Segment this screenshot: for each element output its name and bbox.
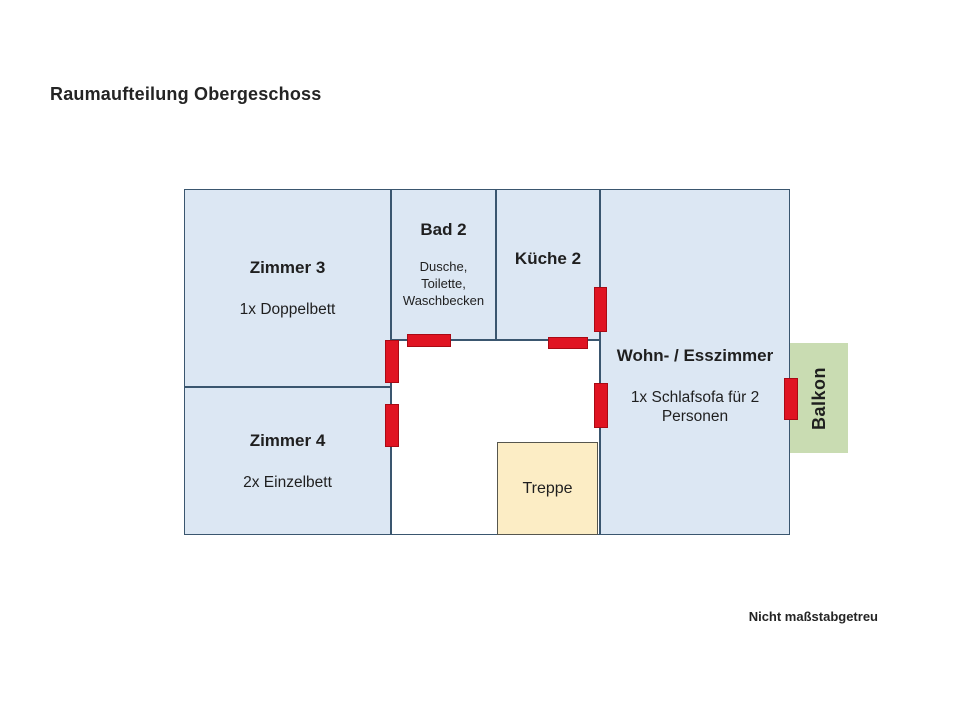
room-zimmer3-name: Zimmer 3 — [249, 257, 326, 277]
room-wohn-detail-line1: 1x Schlafsofa für 2 — [630, 389, 760, 406]
scale-disclaimer: Nicht maßstabgetreu — [748, 609, 878, 624]
room-zimmer4: Zimmer 4 2x Einzelbett — [184, 387, 391, 535]
page-title: Raumaufteilung Obergeschoss — [50, 84, 322, 104]
balcony-area: Balkon — [790, 343, 848, 453]
room-kueche2-name: Küche 2 — [514, 248, 582, 268]
door-marker-kueche-wohn — [594, 287, 607, 332]
room-zimmer3-detail: 1x Doppelbett — [239, 300, 336, 318]
room-bad2-detail-line2: Toilette, — [421, 276, 466, 291]
room-bad2-name: Bad 2 — [420, 220, 467, 239]
stairs-label: Treppe — [522, 480, 573, 497]
room-bad2: Bad 2 Dusche, Toilette, Waschbecken — [391, 189, 496, 340]
room-wohn-name: Wohn- / Esszimmer — [616, 346, 774, 365]
door-marker-kueche2 — [548, 337, 588, 349]
door-marker-wohn — [594, 383, 608, 428]
room-zimmer4-detail: 2x Einzelbett — [243, 473, 332, 491]
room-kueche2: Küche 2 — [496, 189, 600, 340]
door-marker-balkon — [784, 378, 798, 420]
door-marker-bad2 — [407, 334, 451, 347]
room-zimmer3: Zimmer 3 1x Doppelbett — [184, 189, 391, 387]
door-marker-zimmer3 — [385, 340, 399, 383]
room-bad2-detail-line1: Dusche, — [419, 259, 468, 274]
stairs-area: Treppe — [497, 442, 598, 535]
room-bad2-detail-line3: Waschbecken — [402, 293, 485, 308]
room-wohn-details: 1x Schlafsofa für 2 Personen — [631, 388, 759, 426]
room-zimmer4-name: Zimmer 4 — [249, 430, 326, 450]
door-marker-zimmer4 — [385, 404, 399, 447]
room-wohn-esszimmer: Wohn- / Esszimmer 1x Schlafsofa für 2 Pe… — [600, 189, 790, 535]
balcony-label: Balkon — [808, 366, 829, 430]
room-bad2-details: Dusche, Toilette, Waschbecken — [403, 258, 484, 309]
room-wohn-detail-line2: Personen — [661, 408, 729, 425]
